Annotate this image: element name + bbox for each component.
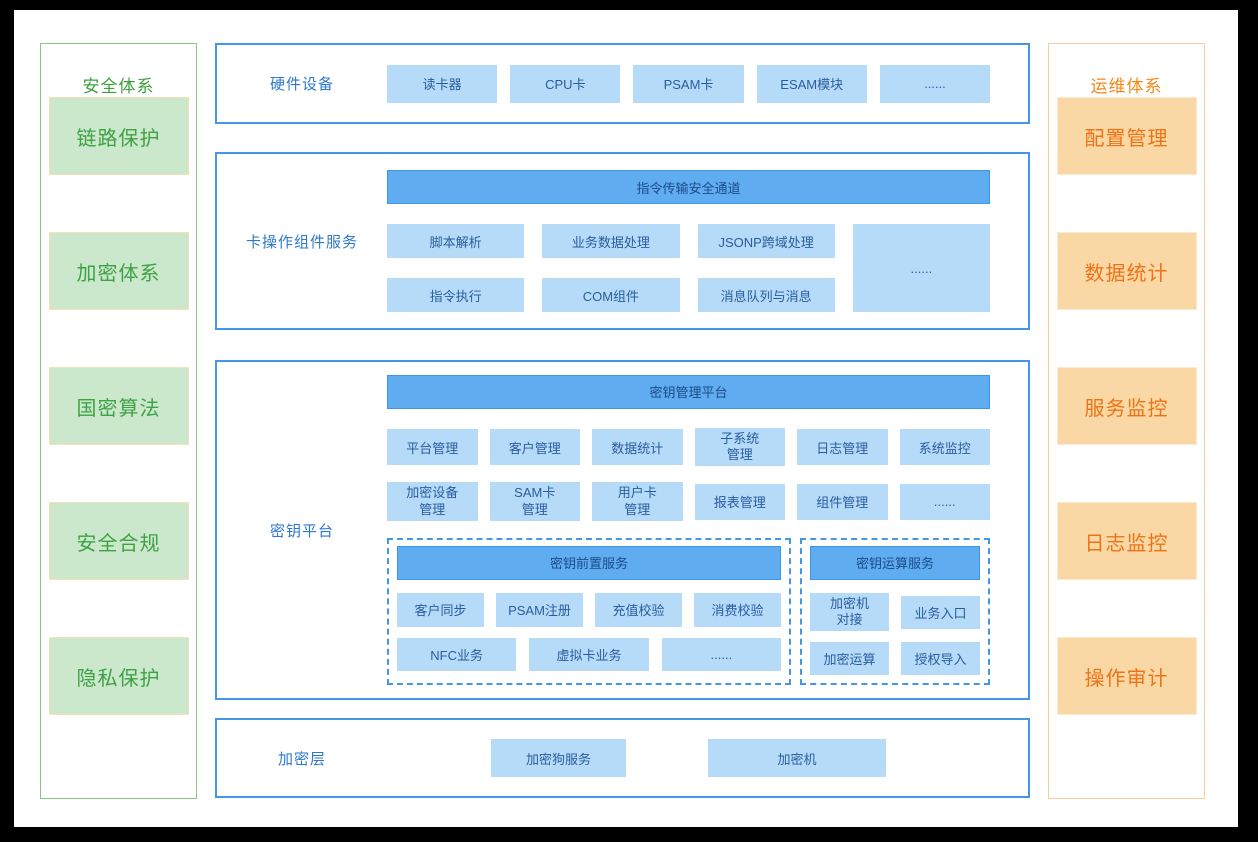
fs-chip-psam-register: PSAM注册	[496, 592, 583, 627]
hardware-chip-card-reader: 读卡器	[387, 64, 498, 103]
fs-chip-virtual-card-biz: 虚拟卡业务	[529, 637, 649, 671]
cs-chip-hsm-connect: 加密机 对接	[810, 592, 889, 632]
kp-chip-log-mgmt: 日志管理	[797, 429, 888, 465]
kp-chip-crypto-device-mgmt: 加密设备 管理	[387, 482, 478, 521]
key-compute-service-group: 密钥运算服务 加密机 对接 业务入口 加密运算 授权导入	[800, 537, 990, 686]
kp-chip-sam-card-mgmt: SAM卡 管理	[489, 482, 580, 521]
kp-chip-platform-mgmt: 平台管理	[387, 429, 478, 465]
cs-chip-crypto-compute: 加密运算	[810, 642, 889, 676]
kp-chip-customer-mgmt: 客户管理	[489, 429, 580, 465]
kp-chip-more: ......	[899, 483, 990, 520]
security-item-link-protection: 链路保护	[48, 97, 189, 175]
card-service-chip-more: ......	[852, 224, 990, 312]
enc-chip-hsm: 加密机	[708, 739, 886, 777]
card-service-chip-com: COM组件	[542, 278, 680, 312]
card-service-chip-jsonp: JSONP跨域处理	[697, 224, 835, 258]
enc-chip-dongle-service: 加密狗服务	[491, 739, 626, 777]
hardware-devices-section: 硬件设备 读卡器 CPU卡 PSAM卡 ESAM模块 ......	[215, 43, 1030, 124]
security-item-privacy: 隐私保护	[48, 637, 189, 715]
card-service-section: 卡操作组件服务 指令传输安全通道 脚本解析 业务数据处理 JSONP跨域处理 .…	[215, 152, 1030, 330]
ops-system-title: 运维体系	[1090, 77, 1163, 96]
key-compute-service-bar: 密钥运算服务	[810, 545, 980, 580]
key-platform-section: 密钥平台 密钥管理平台 平台管理 客户管理 数据统计 子系统 管理 日志管理 系…	[215, 360, 1030, 700]
fs-chip-nfc-biz: NFC业务	[397, 637, 517, 671]
encrypt-layer-chip-row: 加密狗服务 加密机	[387, 739, 990, 777]
card-service-chip-cmd-exec: 指令执行	[387, 278, 525, 312]
encrypt-layer-label: 加密层	[277, 750, 326, 768]
kp-chip-data-stats: 数据统计	[592, 429, 683, 465]
kp-chip-user-card-mgmt: 用户卡 管理	[592, 482, 683, 521]
key-management-platform-bar: 密钥管理平台	[387, 374, 990, 409]
hardware-devices-label: 硬件设备	[269, 76, 334, 93]
architecture-diagram-page: 安全体系 链路保护 加密体系 国密算法 安全合规 隐私保护 硬件设备 读卡器 C…	[14, 10, 1238, 827]
card-service-label: 卡操作组件服务	[245, 233, 358, 251]
security-system-title: 安全体系	[82, 77, 155, 96]
secure-channel-bar: 指令传输安全通道	[387, 170, 990, 204]
hardware-chip-more: ......	[879, 64, 991, 103]
ops-system-panel: 运维体系 配置管理 数据统计 服务监控 日志监控 操作审计	[1048, 43, 1205, 799]
fs-chip-recharge-check: 充值校验	[595, 592, 682, 627]
security-item-encryption-system: 加密体系	[48, 232, 189, 310]
cs-chip-auth-import: 授权导入	[901, 642, 980, 676]
hardware-chip-row: 读卡器 CPU卡 PSAM卡 ESAM模块 ......	[387, 64, 991, 103]
key-front-service-group: 密钥前置服务 客户同步 PSAM注册 充值校验 消费校验 NFC业务 虚拟卡业务…	[387, 537, 791, 686]
ops-item-config-mgmt: 配置管理	[1056, 97, 1197, 175]
fs-chip-consume-check: 消费校验	[694, 592, 781, 627]
card-service-chip-script-parse: 脚本解析	[387, 224, 525, 258]
kp-chip-sys-monitor: 系统监控	[899, 429, 990, 465]
security-item-national-crypto: 国密算法	[48, 367, 189, 445]
hardware-chip-esam-module: ESAM模块	[756, 64, 867, 103]
ops-item-operation-audit: 操作审计	[1056, 637, 1197, 715]
kp-chip-report-mgmt: 报表管理	[694, 483, 785, 520]
hardware-chip-psam-card: PSAM卡	[633, 64, 744, 103]
ops-item-service-monitor: 服务监控	[1056, 367, 1197, 445]
card-service-chip-mq: 消息队列与消息	[697, 278, 835, 312]
kp-chip-component-mgmt: 组件管理	[797, 483, 888, 520]
kp-chip-subsystem-mgmt: 子系统 管理	[694, 427, 785, 467]
fs-chip-more: ......	[661, 637, 781, 671]
key-front-service-bar: 密钥前置服务	[397, 545, 781, 580]
security-system-panel: 安全体系 链路保护 加密体系 国密算法 安全合规 隐私保护	[40, 43, 197, 799]
key-platform-label: 密钥平台	[269, 522, 334, 540]
card-service-chip-biz-data: 业务数据处理	[542, 224, 680, 258]
cs-chip-biz-entry: 业务入口	[901, 595, 980, 629]
encrypt-layer-section: 加密层 加密狗服务 加密机	[215, 718, 1030, 798]
security-item-compliance: 安全合规	[48, 502, 189, 580]
ops-item-data-stats: 数据统计	[1056, 232, 1197, 310]
fs-chip-customer-sync: 客户同步	[397, 592, 484, 627]
ops-item-log-monitor: 日志监控	[1056, 502, 1197, 580]
main-architecture-column: 硬件设备 读卡器 CPU卡 PSAM卡 ESAM模块 ...... 卡操作组件服…	[215, 43, 1030, 798]
hardware-chip-cpu-card: CPU卡	[510, 64, 621, 103]
